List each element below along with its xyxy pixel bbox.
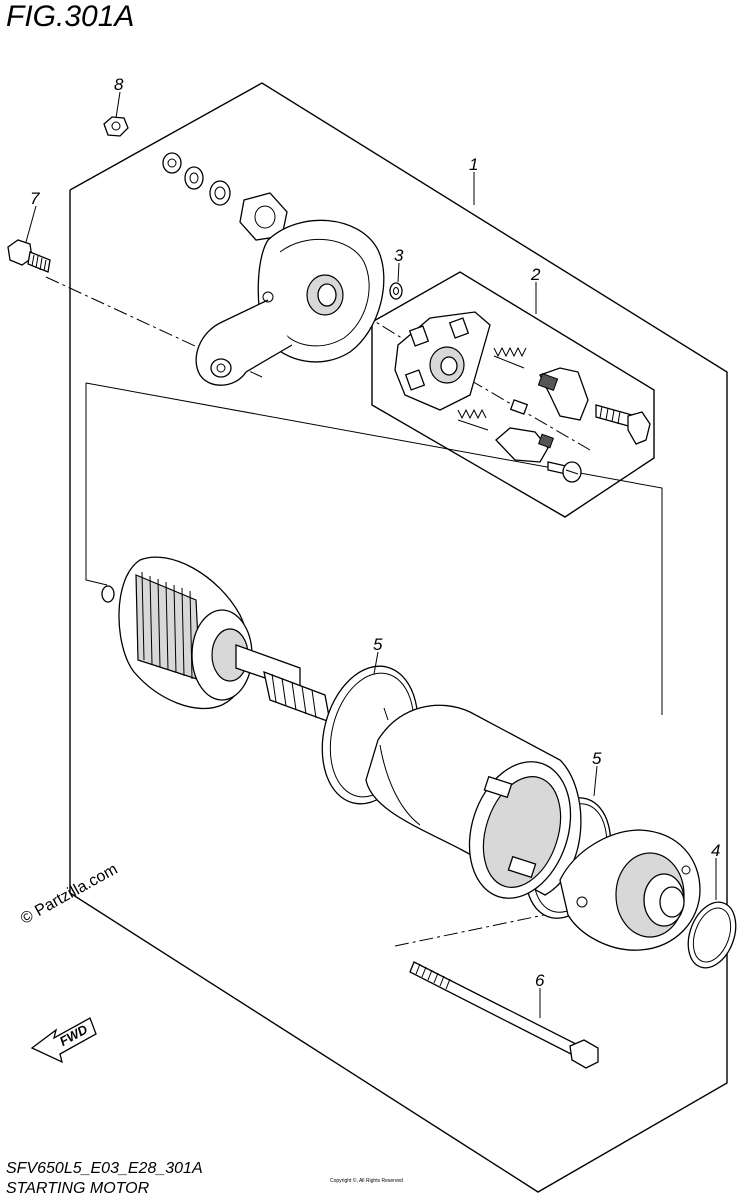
brush-holder-plate — [394, 311, 491, 411]
brush-springs — [457, 346, 527, 431]
part-6-through-bolt — [409, 961, 599, 1069]
fine-print: Copyright ©, All Rights Reserved — [330, 1178, 403, 1184]
callout-3: 3 — [394, 246, 404, 265]
terminal-bolt — [595, 404, 651, 445]
brushes — [495, 367, 589, 463]
part-4-o-ring — [687, 901, 737, 969]
part-3-washer — [389, 282, 403, 300]
callout-5-front: 5 — [373, 635, 383, 654]
armature-region-outline — [85, 382, 663, 715]
screw — [547, 461, 582, 483]
callout-4: 4 — [711, 841, 720, 860]
part-8-nut — [103, 116, 129, 137]
washer-stack — [162, 152, 231, 206]
callout-5-rear: 5 — [592, 749, 602, 768]
leader-lines — [25, 91, 717, 1018]
diagram-name: STARTING MOTOR — [6, 1180, 150, 1197]
diagram-code: SFV650L5_E03_E28_301A — [6, 1160, 203, 1177]
front-housing — [559, 829, 701, 951]
armature — [101, 556, 331, 724]
callout-1: 1 — [469, 155, 478, 174]
callout-7: 7 — [30, 189, 40, 208]
yoke-housing — [365, 704, 582, 899]
fwd-arrow: FWD — [30, 1017, 97, 1064]
callout-6: 6 — [535, 971, 545, 990]
callouts: 8 1 3 2 7 5 5 4 6 — [30, 75, 720, 990]
assembly-outline — [69, 82, 728, 1193]
brush-holder-box — [371, 271, 655, 518]
callout-2: 2 — [530, 265, 541, 284]
end-cover-bracket — [195, 219, 385, 386]
callout-8: 8 — [114, 75, 124, 94]
figure-title: FIG.301A — [6, 0, 135, 33]
part-7-bolt — [7, 239, 51, 273]
